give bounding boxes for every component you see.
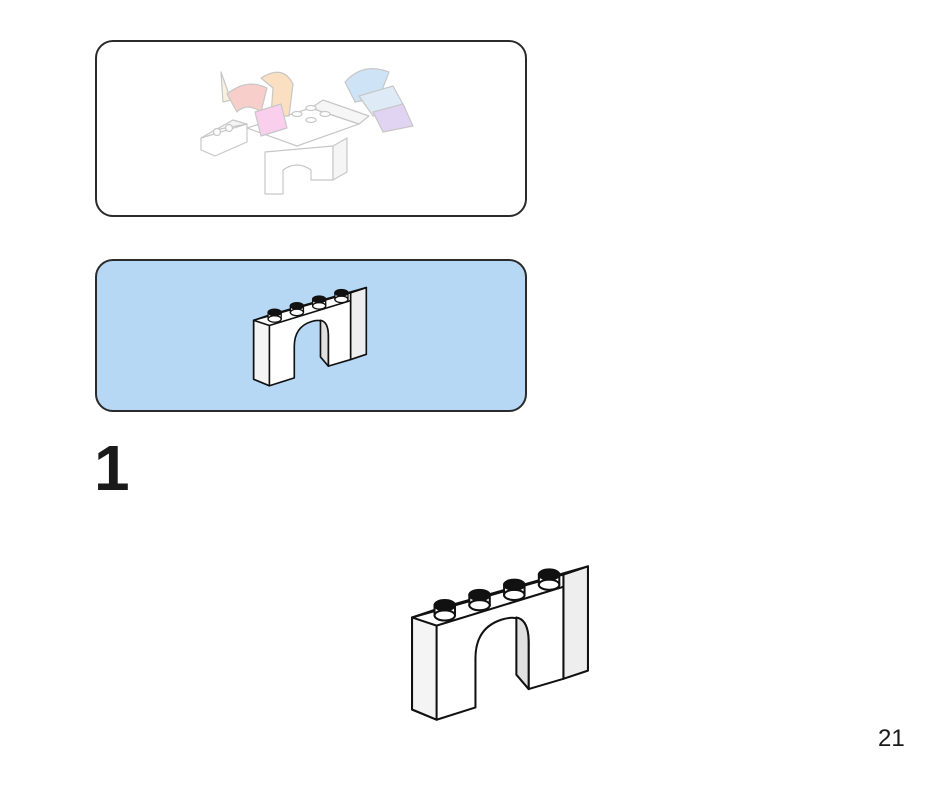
page-number: 21: [878, 725, 905, 752]
arch-brick-1x4-icon: [411, 565, 589, 721]
parts-callout-panel: [95, 259, 527, 412]
model-preview-panel: [95, 40, 527, 217]
arch-brick-1x4-icon: [252, 286, 368, 387]
unicorn-model-icon: [200, 68, 414, 195]
step-number: 1: [94, 432, 130, 504]
